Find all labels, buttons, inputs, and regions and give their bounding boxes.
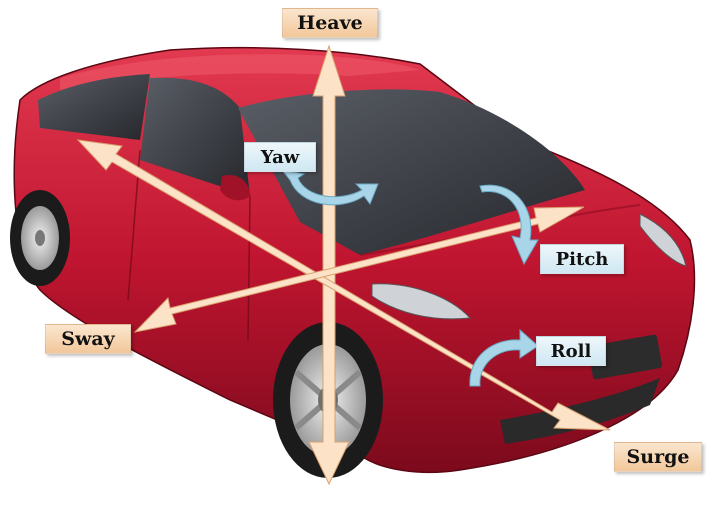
sway-arrow [133, 206, 585, 333]
pitch-label: Pitch [540, 244, 624, 274]
yaw-label: Yaw [244, 142, 316, 172]
license-plate [588, 334, 662, 380]
headlight-left [371, 283, 472, 320]
heave-label: Heave [282, 8, 378, 38]
surge-arrow [76, 139, 611, 431]
side-window-rear [38, 74, 150, 140]
car [10, 46, 696, 478]
sway-label: Sway [45, 324, 131, 354]
front-grille [500, 378, 660, 444]
rear-wheel [10, 190, 70, 286]
pitch-rotation-icon [479, 184, 539, 266]
roll-label: Roll [536, 336, 606, 366]
yaw-rotation-icon [280, 169, 379, 206]
side-mirror [220, 174, 250, 201]
headlight-right [639, 213, 687, 267]
side-window-front [140, 77, 250, 196]
linear-axes [76, 44, 611, 486]
surge-label: Surge [614, 442, 702, 472]
heave-arrow [308, 44, 350, 486]
